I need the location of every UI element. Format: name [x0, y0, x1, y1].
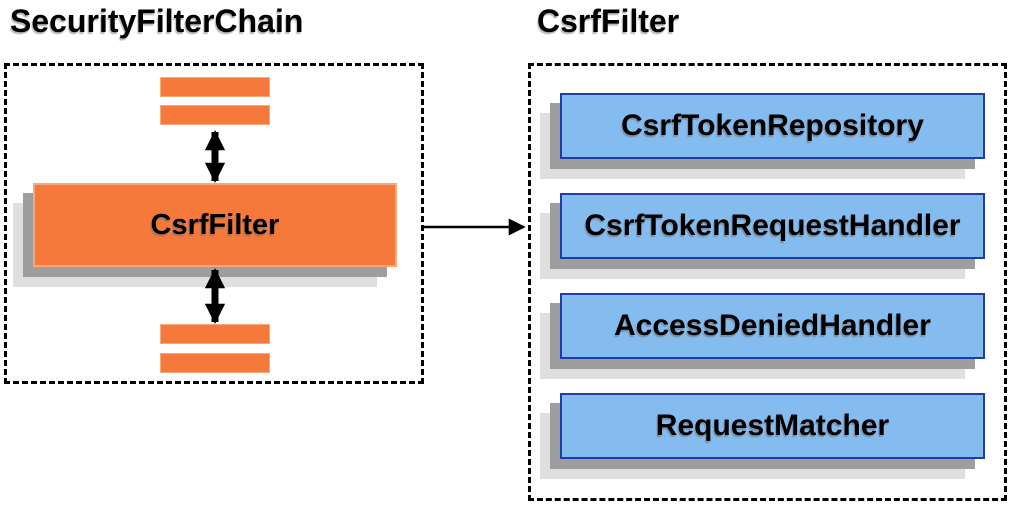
filter-chain-bar — [160, 324, 270, 344]
component-box-stack: CsrfTokenRequestHandler — [540, 193, 985, 279]
component-box-stack: AccessDeniedHandler — [540, 293, 985, 379]
component-box-stack: RequestMatcher — [540, 393, 985, 479]
csrf-filter-panel — [528, 63, 1007, 501]
access-denied-handler-box: AccessDeniedHandler — [560, 293, 985, 359]
csrf-token-request-handler-box: CsrfTokenRequestHandler — [560, 193, 985, 259]
request-matcher-box: RequestMatcher — [560, 393, 985, 459]
component-label: AccessDeniedHandler — [614, 309, 931, 342]
component-label: CsrfTokenRequestHandler — [584, 209, 961, 242]
component-label: CsrfTokenRepository — [621, 109, 924, 142]
csrf-filter-title: CsrfFilter — [537, 3, 680, 39]
security-filter-chain-panel — [4, 63, 424, 384]
filter-chain-bar — [160, 77, 270, 97]
filter-chain-bar — [160, 353, 270, 373]
csrf-token-repository-box: CsrfTokenRepository — [560, 93, 985, 159]
component-box-stack: CsrfTokenRepository — [540, 93, 985, 179]
csrf-filter-box-label: CsrfFilter — [150, 208, 280, 241]
csrf-filter-box-stack: CsrfFilter — [13, 183, 397, 287]
component-label: RequestMatcher — [655, 409, 890, 442]
csrf-filter-box: CsrfFilter — [33, 183, 397, 267]
security-filter-chain-title: SecurityFilterChain — [10, 3, 304, 39]
filter-chain-bar — [160, 105, 270, 125]
